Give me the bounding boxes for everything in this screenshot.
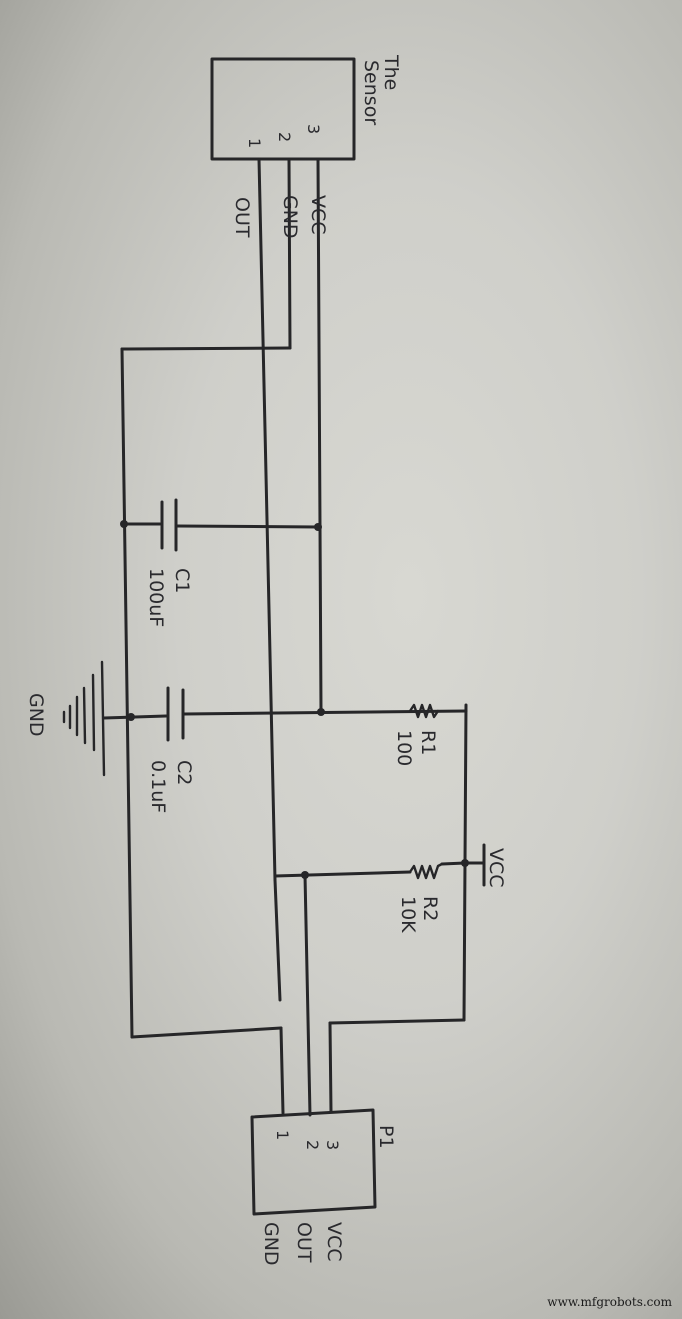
p1-pin-2-name: OUT	[293, 1222, 315, 1263]
sensor-box	[210, 57, 356, 161]
gnd-rail-label: GND	[25, 693, 47, 737]
wire-r2-left	[273, 870, 412, 878]
ground-symbol-icon	[62, 660, 106, 777]
wire-sensor-out	[257, 157, 277, 882]
c2-value: 0.1uF	[147, 760, 169, 813]
r2-value: 10K	[397, 896, 419, 933]
wire-out-to-p1	[303, 873, 312, 1117]
p1-pin-1-name: GND	[260, 1222, 282, 1266]
p1-pin-3-name: VCC	[323, 1222, 345, 1262]
wire-p1-vcc	[328, 1021, 333, 1114]
wire-gnd-horizontal	[120, 346, 292, 351]
wire-sensor-gnd	[287, 157, 292, 350]
p1-label: P1	[375, 1125, 397, 1149]
sensor-title-line1: The	[380, 54, 402, 90]
wire-sensor-vcc	[316, 157, 323, 712]
wire-c1-right	[175, 524, 320, 529]
sensor-pin-1-name: OUT	[231, 197, 253, 238]
junction-c1-vcc	[314, 523, 322, 531]
wire-gnd-bottom	[130, 1026, 283, 1039]
watermark: www.mfgrobots.com	[547, 1295, 672, 1309]
wire-vcc-bottom	[328, 1018, 466, 1025]
p1-pin-3-number: 3	[323, 1140, 342, 1150]
wire-gnd-rail	[120, 347, 134, 1039]
c1-ref: C1	[171, 568, 193, 593]
junction-c2-vcc	[317, 708, 325, 716]
sensor-pin-1-number: 1	[245, 138, 264, 148]
c1-value: 100uF	[145, 568, 167, 627]
sensor-pin-3-number: 3	[304, 124, 323, 134]
r1-value: 100	[393, 730, 415, 766]
p1-pin-2-number: 2	[303, 1140, 322, 1150]
junction-c2-gnd	[127, 713, 135, 721]
sensor-title: Sensor	[360, 60, 382, 125]
vcc-rail-label: VCC	[485, 848, 507, 888]
c2-ref: C2	[173, 760, 195, 785]
wire-p1-gnd	[279, 1026, 285, 1115]
sensor-pin-2-number: 2	[275, 132, 294, 142]
junction-c1-gnd	[120, 520, 128, 528]
r2-ref: R2	[419, 896, 441, 921]
r2-resistor-icon	[408, 862, 444, 880]
p1-connector-box	[250, 1108, 377, 1216]
p1-pin-1-number: 1	[273, 1130, 292, 1140]
r1-ref: R1	[417, 730, 439, 755]
wire-r2-right	[440, 861, 467, 866]
wire-sensor-out-ext	[273, 878, 282, 1002]
sensor-pin-2-name: GND	[279, 195, 301, 239]
r1-resistor-icon	[408, 703, 440, 719]
sensor-pin-3-name: VCC	[307, 195, 329, 235]
